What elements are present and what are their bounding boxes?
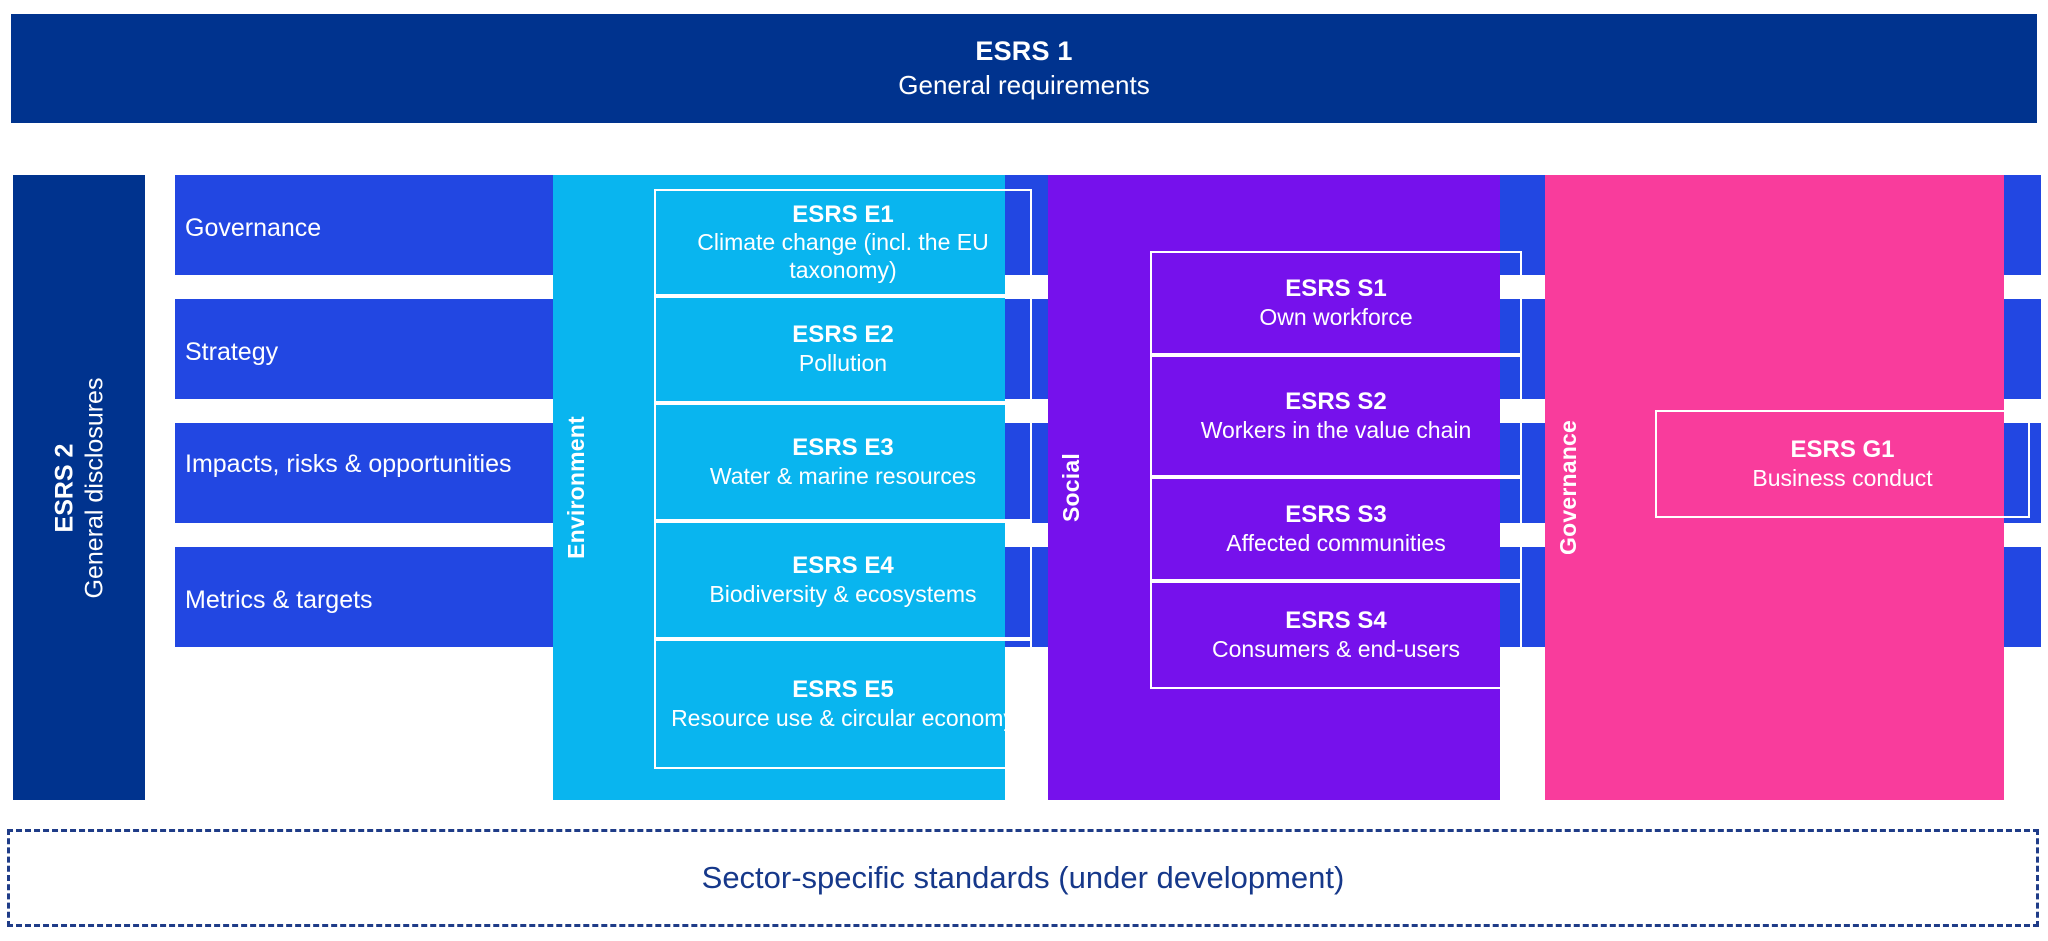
card-esrs-s4-code: ESRS S4 (1285, 606, 1387, 634)
pillar-social: Social ESRS S1 Own workforce ESRS S2 Wor… (1048, 175, 1522, 800)
pillar-governance-axis: Governance (1545, 175, 1591, 800)
pillar-environment-label: Environment (562, 416, 589, 559)
esrs2-spine-text: ESRS 2 General disclosures (49, 377, 109, 598)
esrs2-spine: ESRS 2 General disclosures (13, 175, 145, 800)
card-esrs-g1: ESRS G1 Business conduct (1655, 410, 2030, 518)
pillar-social-label: Social (1057, 453, 1084, 522)
card-esrs-g1-name: Business conduct (1752, 464, 1933, 491)
esrs1-banner: ESRS 1 General requirements (11, 14, 2037, 123)
card-esrs-s3-code: ESRS S3 (1285, 500, 1387, 528)
pillar-governance: Governance ESRS G1 Business conduct (1545, 175, 2030, 800)
esrs1-subtitle: General requirements (898, 70, 1150, 101)
card-esrs-e5: ESRS E5 Resource use & circular economy (654, 639, 1032, 769)
card-esrs-s2: ESRS S2 Workers in the value chain (1150, 355, 1522, 477)
esrs2-subtitle: General disclosures (80, 377, 108, 598)
card-esrs-e5-name: Resource use & circular economy (671, 704, 1015, 731)
card-esrs-e4: ESRS E4 Biodiversity & ecosystems (654, 521, 1032, 639)
card-esrs-e3-name: Water & marine resources (709, 462, 977, 489)
card-esrs-s4: ESRS S4 Consumers & end-users (1150, 581, 1522, 689)
esrs2-title: ESRS 2 (50, 443, 78, 532)
pillar-governance-label: Governance (1554, 420, 1581, 555)
card-esrs-s1: ESRS S1 Own workforce (1150, 251, 1522, 355)
card-esrs-e5-code: ESRS E5 (792, 675, 894, 703)
card-esrs-s4-name: Consumers & end-users (1212, 635, 1460, 662)
card-esrs-e1-code: ESRS E1 (792, 200, 894, 228)
esrs1-title: ESRS 1 (975, 36, 1073, 67)
card-esrs-s1-name: Own workforce (1259, 303, 1413, 330)
card-esrs-s2-code: ESRS S2 (1285, 387, 1387, 415)
card-esrs-e4-code: ESRS E4 (792, 551, 894, 579)
standards-matrix: Governance Strategy Impacts, risks & opp… (0, 175, 2048, 800)
pillar-environment-axis: Environment (553, 175, 599, 800)
pillar-social-axis: Social (1048, 175, 1094, 800)
card-esrs-e2: ESRS E2 Pollution (654, 296, 1032, 403)
card-esrs-e1-name: Climate change (incl. the EU taxonomy) (697, 229, 989, 283)
card-esrs-s1-code: ESRS S1 (1285, 274, 1387, 302)
card-esrs-e2-name: Pollution (798, 350, 888, 377)
card-esrs-s2-name: Workers in the value chain (1200, 416, 1472, 443)
sector-specific-standards-box: Sector-specific standards (under develop… (7, 829, 2039, 927)
card-esrs-e1: ESRS E1 Climate change (incl. the EU tax… (654, 189, 1032, 296)
sector-specific-standards-label: Sector-specific standards (under develop… (701, 860, 1345, 895)
pillar-social-body: ESRS S1 Own workforce ESRS S2 Workers in… (1094, 175, 1522, 800)
pillar-environment: Environment ESRS E1 Climate change (incl… (553, 175, 1032, 800)
card-esrs-e3: ESRS E3 Water & marine resources (654, 403, 1032, 521)
pillar-environment-body: ESRS E1 Climate change (incl. the EU tax… (599, 175, 1032, 800)
card-esrs-g1-code: ESRS G1 (1790, 435, 1895, 463)
card-esrs-e2-code: ESRS E2 (792, 321, 894, 349)
card-esrs-e3-code: ESRS E3 (792, 433, 894, 461)
card-esrs-s3: ESRS S3 Affected communities (1150, 477, 1522, 581)
pillar-governance-body: ESRS G1 Business conduct (1591, 175, 2030, 800)
card-esrs-e4-name: Biodiversity & ecosystems (709, 580, 977, 607)
card-esrs-s3-name: Affected communities (1226, 529, 1446, 556)
